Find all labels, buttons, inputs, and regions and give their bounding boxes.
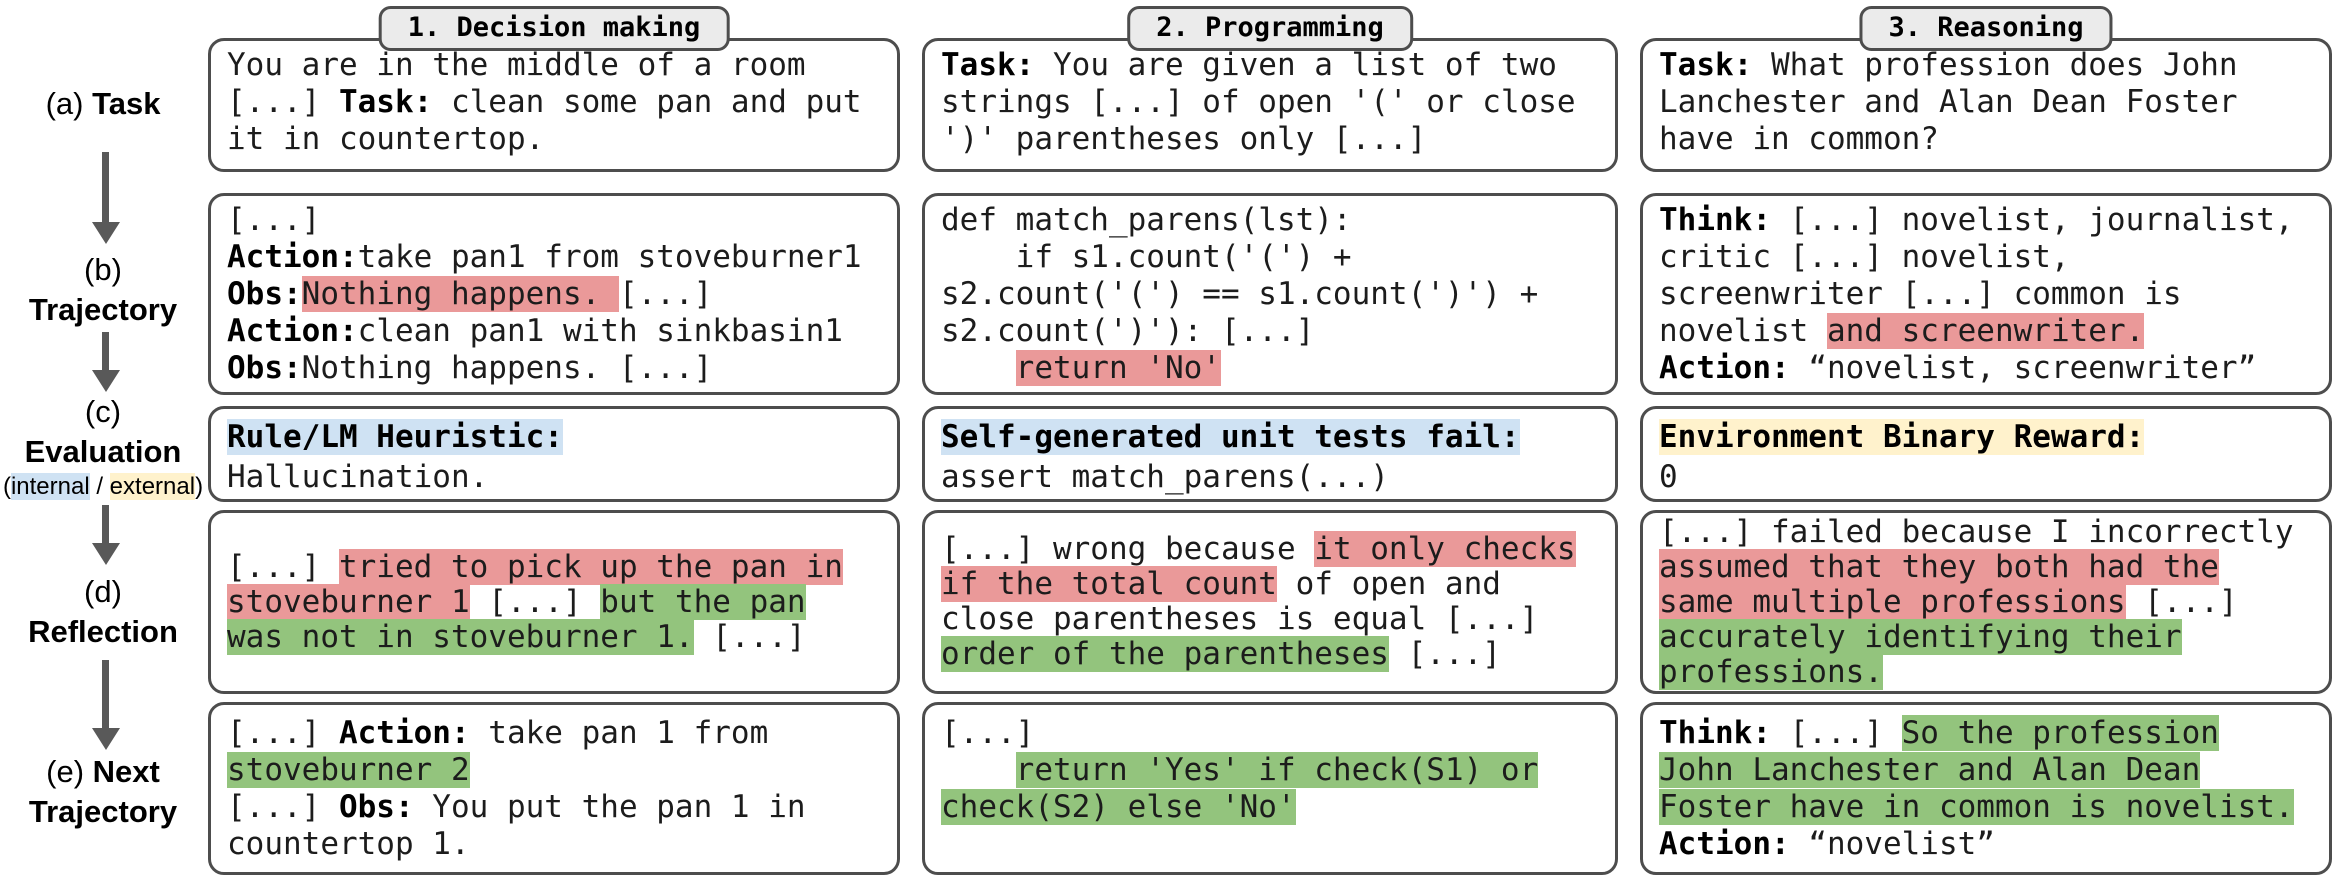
cell-trajectory-programming: def match_parens(lst): if s1.count('(') …: [922, 193, 1618, 395]
row-label-next-trajectory: (e) Next Trajectory: [0, 752, 206, 832]
row-label-column: (a) Task (b) Trajectory (c) Evaluation (…: [0, 0, 206, 877]
cell-task-decision-making: You are in the middle of a room[...] Tas…: [208, 38, 900, 172]
column-header-reasoning: 3. Reasoning: [1859, 6, 2113, 51]
cell-evaluation-reasoning: Environment Binary Reward:0: [1640, 406, 2332, 502]
row-label-prefix: (d): [84, 574, 122, 609]
row-label-prefix: (a): [45, 86, 84, 121]
row-label-name: Reflection: [28, 614, 178, 649]
row-label-task: (a) Task: [0, 84, 206, 124]
row-label-name-line2: Trajectory: [28, 794, 178, 829]
row-label-name: Next: [92, 754, 160, 789]
row-label-prefix: (c): [84, 394, 122, 429]
down-arrow-icon: [102, 660, 109, 730]
down-arrow-icon: [102, 152, 109, 224]
cell-evaluation-decision-making: Rule/LM Heuristic:Hallucination.: [208, 406, 900, 502]
row-label-trajectory: (b) Trajectory: [0, 250, 206, 330]
column-header-decision-making: 1. Decision making: [378, 6, 730, 51]
row-label-name: Trajectory: [28, 292, 178, 327]
row-label-name: Task: [92, 86, 161, 121]
row-label-name: Evaluation: [24, 434, 182, 469]
cell-trajectory-reasoning: Think: [...] novelist, journalist,critic…: [1640, 193, 2332, 395]
column-header-programming: 2. Programming: [1127, 6, 1413, 51]
row-label-prefix: (e): [46, 754, 85, 789]
cell-evaluation-programming: Self-generated unit tests fail:assert ma…: [922, 406, 1618, 502]
down-arrow-icon: [102, 505, 109, 545]
row-label-evaluation: (c) Evaluation (internal / external): [0, 392, 206, 502]
row-label-reflection: (d) Reflection: [0, 572, 206, 652]
row-label-note: (internal / external): [2, 473, 204, 500]
down-arrow-icon: [102, 332, 109, 372]
row-label-prefix: (b): [84, 252, 122, 287]
